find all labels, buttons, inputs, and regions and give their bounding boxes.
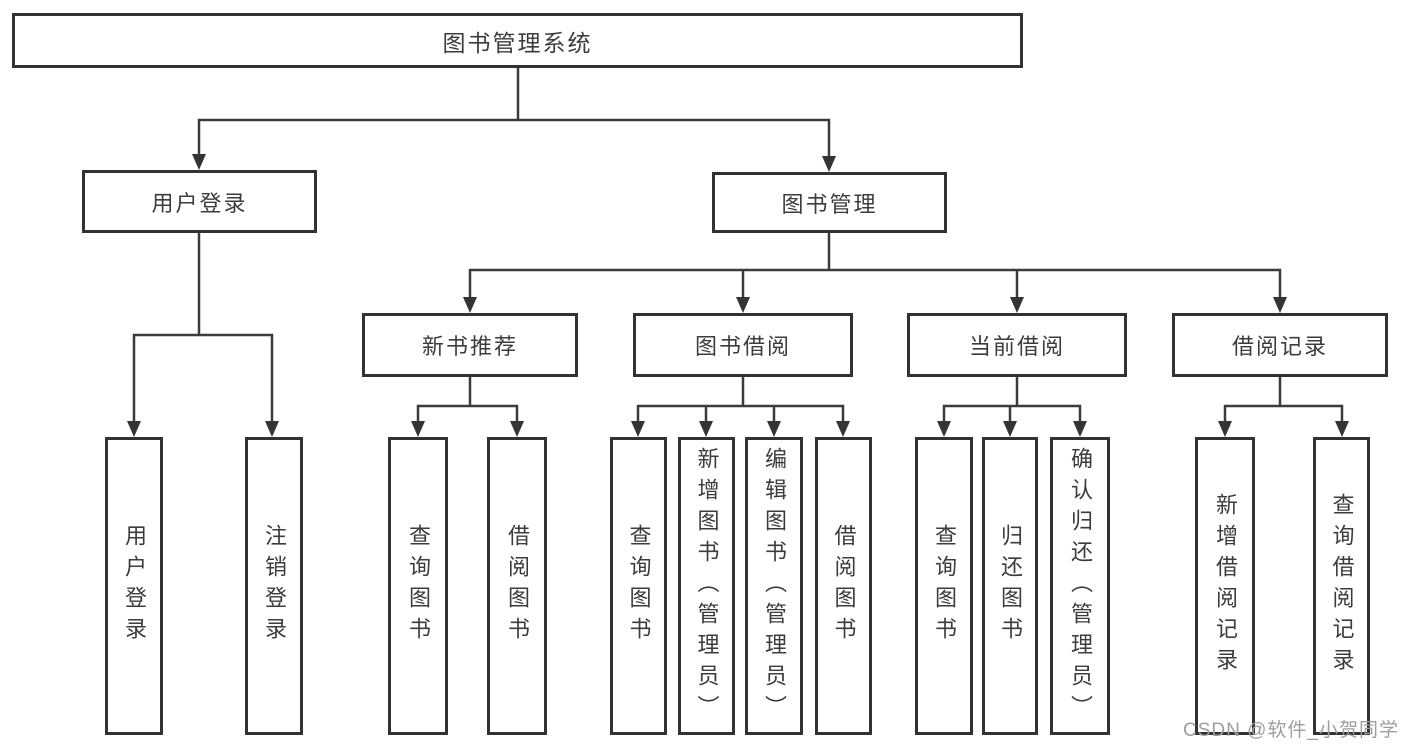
leaf-borrow-borrow: 借阅图书 bbox=[815, 437, 872, 735]
leaf-newbook-borrow: 借阅图书 bbox=[487, 437, 547, 735]
node-new-book-recommend-label: 新书推荐 bbox=[421, 334, 518, 359]
node-new-book-recommend: 新书推荐 bbox=[362, 313, 578, 377]
leaf-current-confirm-admin-label: 确认归还（管理员） bbox=[1068, 446, 1093, 726]
node-current-borrow: 当前借阅 bbox=[907, 313, 1127, 377]
leaf-borrow-edit-admin: 编辑图书（管理员） bbox=[745, 437, 803, 735]
leaf-current-query: 查询图书 bbox=[915, 437, 973, 735]
leaf-borrow-query-label: 查询图书 bbox=[626, 524, 652, 648]
leaf-records-add: 新增借阅记录 bbox=[1195, 437, 1255, 735]
leaf-newbook-borrow-label: 借阅图书 bbox=[505, 524, 530, 648]
node-user-login-label: 用户登录 bbox=[151, 190, 248, 216]
leaf-user-login: 用户登录 bbox=[105, 437, 163, 735]
node-borrow-records: 借阅记录 bbox=[1172, 313, 1388, 377]
node-borrow-records-label: 借阅记录 bbox=[1231, 334, 1328, 359]
leaf-borrow-add-admin: 新增图书（管理员） bbox=[678, 437, 735, 735]
leaf-records-query: 查询借阅记录 bbox=[1313, 437, 1370, 735]
leaf-current-return-label: 归还图书 bbox=[998, 524, 1023, 648]
node-book-borrow-label: 图书借阅 bbox=[694, 334, 791, 359]
node-root-label: 图书管理系统 bbox=[442, 29, 593, 56]
leaf-current-query-label: 查询图书 bbox=[932, 524, 957, 648]
leaf-logout-label: 注销登录 bbox=[262, 524, 287, 648]
node-current-borrow-label: 当前借阅 bbox=[968, 334, 1065, 359]
leaf-borrow-edit-admin-label: 编辑图书（管理员） bbox=[762, 446, 787, 726]
node-user-login: 用户登录 bbox=[82, 170, 317, 233]
leaf-newbook-query: 查询图书 bbox=[388, 437, 448, 735]
leaf-borrow-borrow-label: 借阅图书 bbox=[831, 524, 857, 648]
leaf-current-confirm-admin: 确认归还（管理员） bbox=[1050, 437, 1110, 735]
node-book-borrow: 图书借阅 bbox=[633, 313, 853, 377]
node-root: 图书管理系统 bbox=[12, 13, 1023, 68]
leaf-logout: 注销登录 bbox=[245, 437, 303, 735]
leaf-current-return: 归还图书 bbox=[982, 437, 1038, 735]
leaf-borrow-add-admin-label: 新增图书（管理员） bbox=[694, 446, 720, 726]
node-book-management-label: 图书管理 bbox=[781, 191, 878, 217]
csdn-watermark: CSDN @软件_小贺同学 bbox=[1183, 720, 1399, 741]
leaf-records-add-label: 新增借阅记录 bbox=[1213, 493, 1238, 679]
leaf-newbook-query-label: 查询图书 bbox=[406, 524, 431, 648]
leaf-borrow-query: 查询图书 bbox=[610, 437, 667, 735]
leaf-records-query-label: 查询借阅记录 bbox=[1329, 493, 1355, 679]
leaf-user-login-label: 用户登录 bbox=[122, 524, 147, 648]
node-book-management: 图书管理 bbox=[712, 172, 947, 233]
